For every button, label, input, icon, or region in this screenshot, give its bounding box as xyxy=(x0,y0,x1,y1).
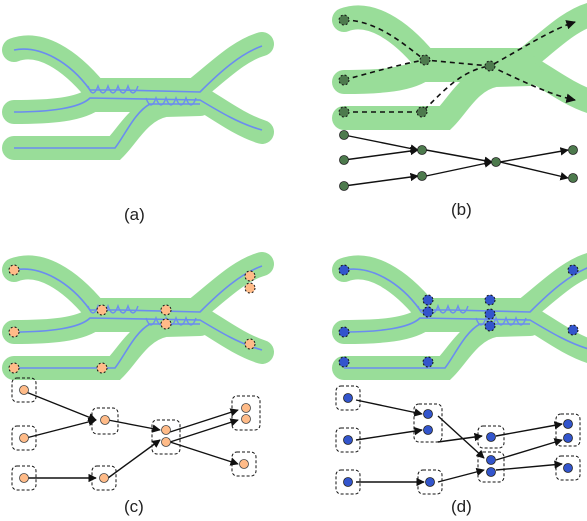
graph-d-edges xyxy=(355,399,563,487)
graph-b xyxy=(343,134,569,187)
nodes-b xyxy=(338,14,496,118)
panel-d: (d) xyxy=(336,264,587,516)
panel-c: (c) xyxy=(9,264,262,516)
dashed-paths-b xyxy=(343,19,576,113)
panel-a: (a) xyxy=(14,44,262,224)
caption-b: (b) xyxy=(451,200,472,219)
caption-c: (c) xyxy=(124,497,144,516)
bundle-tube-c xyxy=(14,264,262,368)
graph-c-nodes xyxy=(19,385,251,483)
graph-d-boxes xyxy=(335,385,581,495)
tube-nodes-c xyxy=(8,264,256,374)
caption-a: (a) xyxy=(124,205,145,224)
graph-nodes-b xyxy=(339,130,578,191)
bundle-tube-d xyxy=(344,264,587,368)
graph-c-edges xyxy=(25,391,239,483)
panel-b: (b) xyxy=(339,14,587,219)
caption-d: (d) xyxy=(451,497,472,516)
graph-d-nodes xyxy=(343,393,573,487)
graph-c-boxes xyxy=(11,377,261,491)
tube-nodes-d xyxy=(338,264,579,368)
bundle-tube-a xyxy=(14,44,262,148)
